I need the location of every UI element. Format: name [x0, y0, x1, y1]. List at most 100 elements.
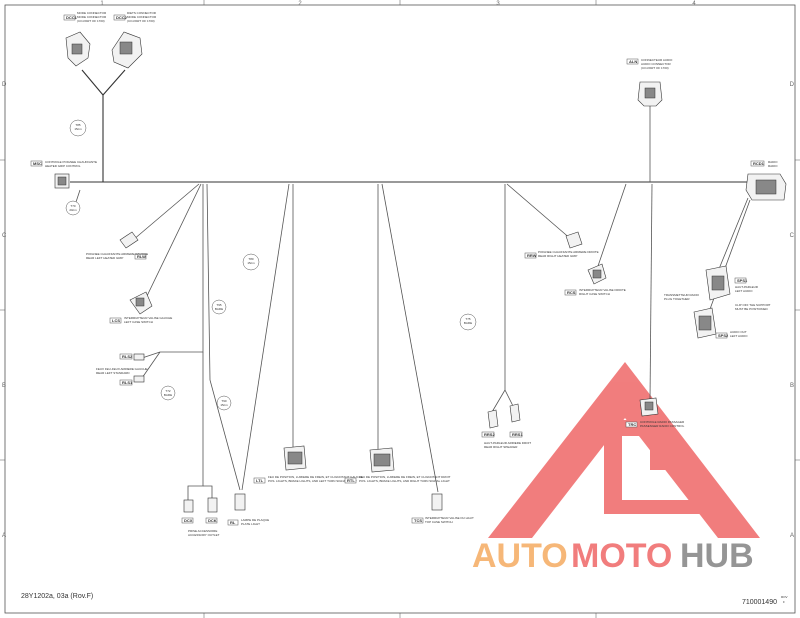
svg-text:SPS1: SPS1	[737, 278, 748, 283]
svg-text:RL: RL	[230, 520, 236, 525]
svg-text:RTL: RTL	[347, 478, 355, 483]
svg-text:CLIP OFF THE SUPPORT: CLIP OFF THE SUPPORT	[735, 303, 771, 307]
svg-text:(CO-PART OF 1700): (CO-PART OF 1700)	[641, 66, 669, 70]
row-label-a: A	[2, 533, 6, 539]
svg-text:RADIO: RADIO	[768, 160, 778, 164]
svg-text:T75: T75	[465, 317, 471, 321]
svg-text:DCC1: DCC1	[66, 15, 78, 20]
svg-text:AUDIO CONNECTOR: AUDIO CONNECTOR	[641, 62, 671, 66]
connector-rrs: RRS2 RRS1 HAUT-PARLEUR ARRIERE DROIT REA…	[481, 403, 531, 449]
svg-text:POIGNEE CHAUFFANTE ARRIERE DRO: POIGNEE CHAUFFANTE ARRIERE DROITE	[538, 250, 599, 254]
row-label-c-right: C	[790, 233, 795, 239]
svg-text:T80: T80	[248, 257, 254, 261]
svg-text:BARE: BARE	[215, 307, 223, 311]
svg-text:TOP CASE SWITCH: TOP CASE SWITCH	[425, 520, 453, 524]
connector-rtl: RTL FEU DE POSITION, LUMIERE DE FREIN, E…	[344, 447, 451, 484]
svg-text:BARE: BARE	[464, 321, 472, 325]
svg-text:AUDIO OUT: AUDIO OUT	[730, 330, 747, 334]
svg-text:RIGHT CASE SWITCH: RIGHT CASE SWITCH	[579, 292, 610, 296]
row-label-b: B	[2, 383, 6, 389]
svg-text:20cm: 20cm	[69, 208, 77, 212]
watermark-hub: HUB	[680, 537, 754, 575]
svg-text:FEU DE POSITION, LUMIERE DE FR: FEU DE POSITION, LUMIERE DE FREIN, ET CL…	[359, 475, 451, 479]
connector-rcd1: RCD1 RADIO RADIO	[745, 160, 787, 201]
svg-text:PLATE LIGHT: PLATE LIGHT	[241, 522, 260, 526]
svg-text:RCS: RCS	[567, 290, 576, 295]
row-label-d: D	[2, 82, 7, 88]
svg-text:ALN: ALN	[629, 59, 637, 64]
drawing-reference: 28Y1202a, 03a (Rov.F)	[21, 593, 93, 600]
svg-text:HEATED GRIP CONTROL: HEATED GRIP CONTROL	[45, 164, 81, 168]
svg-text:T85: T85	[75, 123, 81, 127]
revision-value: F	[783, 600, 785, 604]
svg-text:REAR LEFT STANDARD: REAR LEFT STANDARD	[96, 371, 130, 375]
connector-ltl: LTL FEU DE POSITION, LUMIERE DE FREIN, E…	[253, 445, 363, 484]
connector-aln: ALN CONNECTEUR AUDIO AUDIO CONNECTOR (CO…	[626, 58, 673, 107]
sheet-border	[4, 4, 796, 614]
connector-rls: RLS2 RLS1 FEUX FEU-FEUX ARRIERE GAUCHE R…	[96, 353, 148, 386]
svg-text:(CO-PART OF 1700): (CO-PART OF 1700)	[127, 19, 155, 23]
connector-dcc1: DCC1 MODE CONNECTOR MODE CONNECTOR (CO-P…	[63, 11, 107, 67]
connector-dcc2: DCC2 DIETS CONNECTOR MODE CONNECTOR (CO-…	[111, 11, 157, 69]
svg-text:CONTROLE RADIO PASSAGER: CONTROLE RADIO PASSAGER	[640, 420, 685, 424]
svg-text:BARE: BARE	[164, 393, 172, 397]
connector-msc: MSC CONTROLE POIGNEE CHAUFFANTE HEATED G…	[30, 160, 97, 189]
wire-tags: T85 15cm T70 20cm T80 15cm T95 BARE T72 …	[65, 119, 477, 411]
part-number: 710001490	[742, 599, 777, 606]
svg-text:FEU DE POSITION, LUMIERE DE FR: FEU DE POSITION, LUMIERE DE FREIN, ET CL…	[268, 475, 363, 479]
svg-text:TCS: TCS	[414, 518, 422, 523]
svg-text:REAR RIGHT HEATED GRIP: REAR RIGHT HEATED GRIP	[538, 254, 577, 258]
svg-text:PASSENGER RADIO CONTROL: PASSENGER RADIO CONTROL	[640, 424, 685, 428]
svg-text:RCD1: RCD1	[753, 161, 765, 166]
svg-text:RLS2: RLS2	[122, 354, 133, 359]
connector-rlw: RLW POIGNEE CHAUFFANTE ARRIERE GAUCHE RE…	[86, 231, 148, 260]
svg-text:RLW: RLW	[137, 254, 146, 259]
svg-text:RRS2: RRS2	[484, 432, 495, 437]
revision-label: ROV	[781, 595, 788, 599]
svg-text:ACCESSORY OUTLET: ACCESSORY OUTLET	[188, 533, 220, 537]
connector-tcs: TCS INTERRUPTEUR VALISE DU HAUT TOP CASE…	[411, 493, 474, 524]
svg-text:DCK: DCK	[208, 518, 217, 523]
svg-text:INTERRUPTEUR VALISE DU HAUT: INTERRUPTEUR VALISE DU HAUT	[425, 516, 474, 520]
svg-text:HAUT-PARLEUR: HAUT-PARLEUR	[735, 285, 759, 289]
connector-lcs: LCS INTERRUPTEUR VALISE GAUCHE LEFT CASE…	[109, 291, 172, 324]
svg-text:PLUG TOGETHER: PLUG TOGETHER	[664, 297, 690, 301]
svg-text:MSC: MSC	[33, 161, 42, 166]
svg-text:MUST BE POSITIONED: MUST BE POSITIONED	[735, 307, 768, 311]
svg-text:INTERRUPTEUR VALISE DROITE: INTERRUPTEUR VALISE DROITE	[579, 288, 626, 292]
svg-text:MODE CONNECTOR: MODE CONNECTOR	[127, 15, 157, 19]
watermark-logo-inner	[604, 420, 700, 514]
svg-text:LAMPE DE PLAQUE: LAMPE DE PLAQUE	[241, 518, 269, 522]
svg-text:TRC: TRC	[628, 422, 636, 427]
watermark-moto: MOTO	[571, 537, 672, 575]
col-label-4: 4	[692, 1, 696, 7]
row-label-c: C	[2, 233, 7, 239]
svg-text:DCX: DCX	[184, 518, 193, 523]
svg-text:INTERRUPTEUR VALISE GAUCHE: INTERRUPTEUR VALISE GAUCHE	[124, 316, 172, 320]
svg-text:15cm: 15cm	[74, 127, 82, 131]
main-harness-trunk	[70, 69, 748, 183]
svg-text:15cm: 15cm	[247, 261, 255, 265]
svg-text:CONNECTEUR AUDIO: CONNECTEUR AUDIO	[641, 58, 673, 62]
svg-text:LEFT AUDIO: LEFT AUDIO	[735, 289, 753, 293]
svg-text:DCC2: DCC2	[116, 15, 128, 20]
svg-text:SPS2: SPS2	[718, 333, 729, 338]
svg-text:T70: T70	[70, 204, 76, 208]
svg-text:FEUX FEU-FEUX ARRIERE GAUCHE: FEUX FEU-FEUX ARRIERE GAUCHE	[96, 367, 148, 371]
col-label-3: 3	[496, 1, 500, 7]
svg-text:POS. LIGHTS, BRAKE LIGHTS, AND: POS. LIGHTS, BRAKE LIGHTS, AND LEFT TURN…	[268, 479, 357, 483]
svg-text:POS. LIGHTS, BRAKE LIGHTS, AND: POS. LIGHTS, BRAKE LIGHTS, AND RIGHT TUR…	[359, 479, 450, 483]
col-label-1: 1	[100, 1, 104, 7]
svg-text:CONTROLE POIGNEE CHAUFFANTE: CONTROLE POIGNEE CHAUFFANTE	[45, 160, 97, 164]
connector-trc: TRC CONTROLE RADIO PASSAGER PASSENGER RA…	[625, 397, 685, 428]
connector-rl: RL LAMPE DE PLAQUE PLATE LIGHT	[227, 493, 269, 526]
svg-text:TRANSMETTEUR RADIO: TRANSMETTEUR RADIO	[664, 293, 700, 297]
svg-text:LEFT AUDIO: LEFT AUDIO	[730, 334, 748, 338]
svg-text:RLS1: RLS1	[122, 380, 133, 385]
svg-text:HAUT-PARLEUR ARRIERE DROIT: HAUT-PARLEUR ARRIERE DROIT	[484, 441, 531, 445]
connector-rcs: RCS INTERRUPTEUR VALISE DROITE RIGHT CAS…	[564, 263, 626, 296]
svg-text:MODE CONNECTOR: MODE CONNECTOR	[77, 11, 107, 15]
svg-text:REAR LEFT HEATED GRIP: REAR LEFT HEATED GRIP	[86, 256, 123, 260]
